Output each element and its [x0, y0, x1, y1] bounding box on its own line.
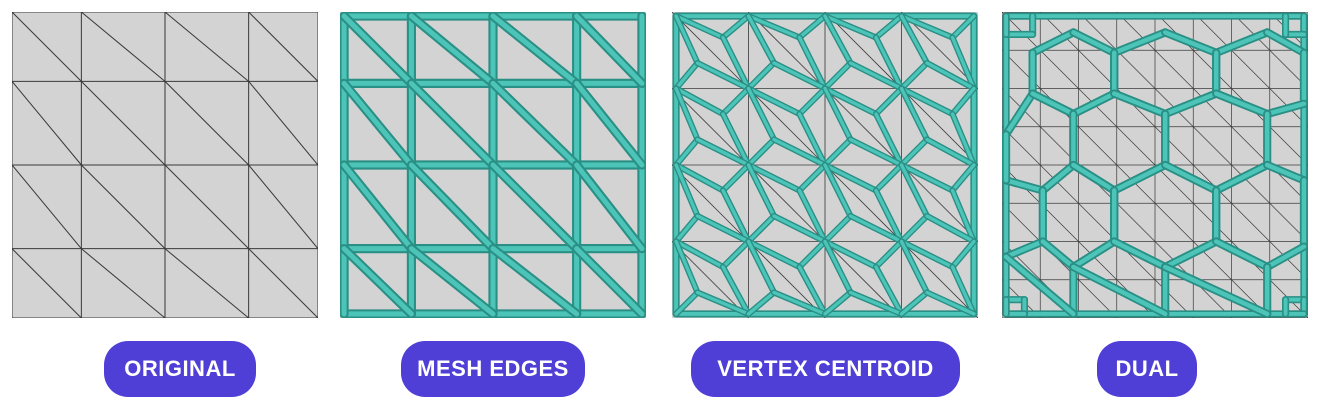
- label-original-text: ORIGINAL: [124, 356, 236, 381]
- label-original: ORIGINAL: [104, 341, 256, 397]
- panel-mesh-edges: [340, 12, 646, 318]
- label-mesh-edges-text: MESH EDGES: [417, 356, 569, 381]
- dual-diagram: [1002, 12, 1308, 318]
- original-mesh-diagram: [12, 12, 318, 318]
- label-vertex-centroid: VERTEX CENTROID: [691, 341, 960, 397]
- vertex-centroid-wireframe: [672, 12, 978, 318]
- mesh-edges-diagram: [340, 12, 646, 318]
- panel-vertex-centroid: [672, 12, 978, 318]
- original-diagonals: [12, 12, 318, 318]
- label-dual-text: DUAL: [1115, 356, 1179, 381]
- mesh-edges-wireframe: [340, 12, 646, 318]
- panel-original: [12, 12, 318, 318]
- vertex-centroid-diagram: [672, 12, 978, 318]
- label-dual: DUAL: [1097, 341, 1197, 397]
- label-vertex-centroid-text: VERTEX CENTROID: [717, 356, 934, 381]
- dual-wireframe: [1002, 12, 1308, 318]
- label-mesh-edges: MESH EDGES: [401, 341, 585, 397]
- panel-dual: [1002, 12, 1308, 318]
